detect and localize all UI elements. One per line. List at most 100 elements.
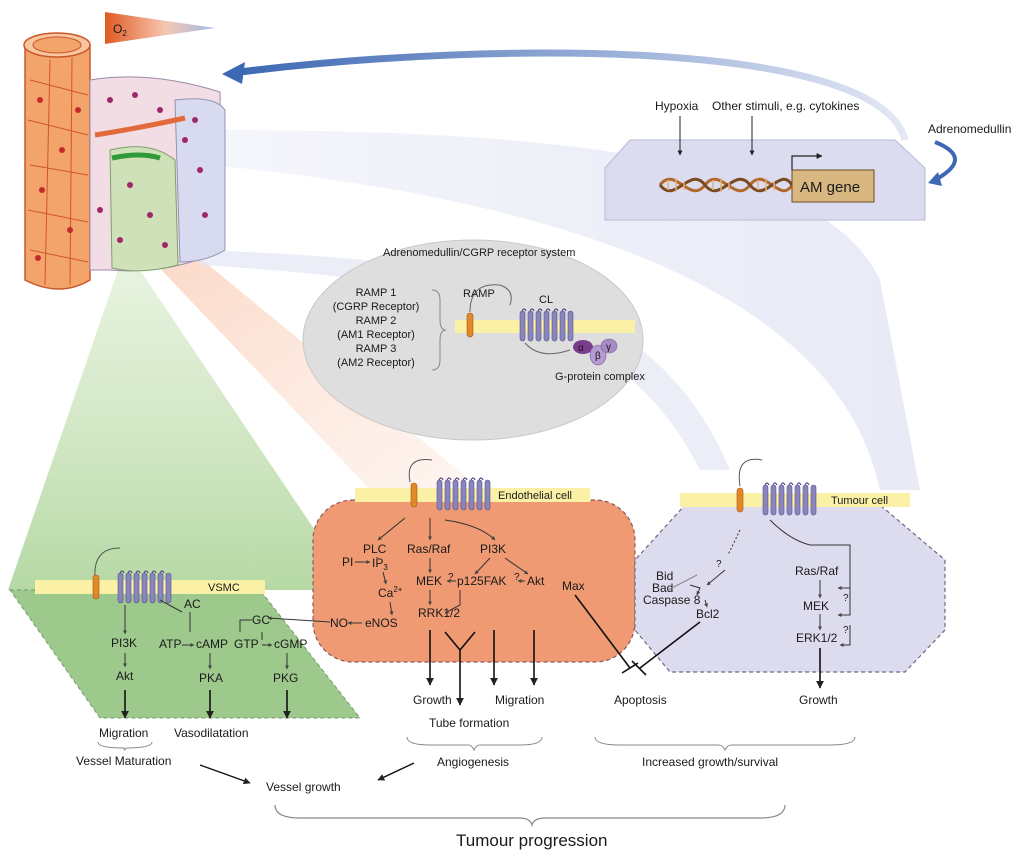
tumour-q3: ? [843,625,849,636]
autocrine-arrow [934,140,957,182]
vsmc-atp: ATP [159,637,181,651]
vsmc-gc: GC [252,613,270,627]
vessel-growth-label: Vessel growth [266,780,341,794]
oxygen-label: O2 [113,22,127,38]
receptor-system-title: Adrenomedullin/CGRP receptor system [383,247,575,259]
vsmc-camp: cAMP [196,637,228,651]
tumour-label: Tumour cell [831,495,888,507]
progression-brace [274,804,786,828]
svg-text:RAMP 2: RAMP 2 [356,315,397,327]
endo-arrows [239,517,529,632]
tumour-bcl2: Bcl2 [696,607,720,621]
endo-ramp-icon [410,482,418,508]
am-gene-label: AM gene [800,179,860,196]
endo-akt: Akt [527,574,545,588]
endo-migration: Migration [495,693,544,707]
vessel-maturation-label: Vessel Maturation [76,754,171,768]
tumour-q2: ? [843,593,849,604]
increased-growth-label: Increased growth/survival [642,755,778,769]
endo-receptor-icon [436,477,491,511]
adrenomedullin-label: Adrenomedullin [928,122,1011,136]
vsmc-vasodilatation: Vasodilatation [174,726,249,740]
oxygen-gradient [105,12,215,44]
vsmc-receptor-icon [117,570,172,604]
ramp-label: RAMP [463,288,495,300]
endo-ca: Ca2+ [378,585,403,600]
svg-text:RAMP 3: RAMP 3 [356,343,397,355]
vsmc-ramp-icon [92,574,100,600]
tumour-ras-raf: Ras/Raf [795,564,839,578]
angiogenesis-arrow [377,762,415,781]
vsmc-gtp: GTP [234,637,259,651]
vsmc-akt: Akt [116,669,134,683]
hypoxia-label: Hypoxia [655,99,699,113]
secretion-arrow [239,49,909,141]
endo-no: NO [330,616,348,630]
beta-label: β [595,351,601,362]
endo-rrk: RRK1/2 [418,606,460,620]
cl-receptor-icon [519,308,574,342]
endo-pi: PI [342,555,353,569]
dna-helix-icon [658,177,794,193]
angiogenesis-label: Angiogenesis [437,755,509,769]
svg-text:RAMP 1: RAMP 1 [356,287,397,299]
other-stimuli-label: Other stimuli, e.g. cytokines [712,99,859,113]
endo-ip3: IP3 [372,556,388,572]
vsmc-arrows [123,599,289,670]
tumour-panel [634,504,946,673]
ramp-list: RAMP 1 (CGRP Receptor) RAMP 2 (AM1 Recep… [333,287,420,369]
maturation-arrow [199,764,251,785]
vsmc-pka: PKA [199,671,223,685]
endo-output-arrows [426,594,639,706]
endo-q1: ? [448,572,454,583]
tumour-growth: Growth [799,693,838,707]
tumour-bid: Bid [656,569,673,583]
vsmc-label: VSMC [208,582,240,594]
g-protein-label: G-protein complex [555,371,645,383]
svg-text:(CGRP Receptor): (CGRP Receptor) [333,301,420,313]
vsmc-panel [9,589,362,719]
am-gene-box [791,169,875,203]
svg-text:(AM1 Receptor): (AM1 Receptor) [337,329,415,341]
endothelial-label: Endothelial cell [498,490,572,502]
gamma-label: γ [606,342,611,353]
endo-max: Max [562,579,585,593]
vsmc-ac: AC [184,597,201,611]
tumour-arrows [667,519,851,647]
endo-ras-raf: Ras/Raf [407,542,451,556]
tumour-receptor-icon [762,482,817,516]
endo-p125fak: p125FAK [457,574,506,588]
tumour-caspase: Caspase 8 [643,593,701,607]
tumour-mek: MEK [803,599,829,613]
cl-label: CL [539,294,553,306]
svg-text:(AM2 Receptor): (AM2 Receptor) [337,357,415,369]
tumour-progression-label: Tumour progression [456,831,608,850]
endo-tube-formation: Tube formation [429,716,509,730]
tumour-ramp-icon [736,487,744,513]
transcription-start-arrow [791,153,823,170]
vsmc-cgmp: cGMP [274,637,307,651]
tumour-q1: ? [716,559,722,570]
endo-pi3k: PI3K [480,542,506,556]
receptor-system-panel [302,239,644,441]
g-protein-icon [573,338,618,366]
tumour-bad: Bad [652,581,673,595]
tumour-apoptosis: Apoptosis [614,693,667,707]
endo-plc: PLC [363,542,387,556]
secretion-arrowhead [222,62,245,84]
ramp-brace [431,289,447,371]
endo-enos: eNOS [365,616,398,630]
vsmc-pi3k: PI3K [111,636,137,650]
ramp-icon [466,312,474,338]
alpha-label: α [578,343,584,354]
endo-mek: MEK [416,574,442,588]
tumour-output-arrows [631,621,824,689]
vsmc-migration: Migration [99,726,148,740]
vsmc-output-arrows [121,690,291,719]
vessel-illustration [23,32,226,290]
vsmc-pkg: PKG [273,671,298,685]
tumour-erk: ERK1/2 [796,631,838,645]
endo-growth: Growth [413,693,452,707]
endo-q2: ? [514,572,520,583]
